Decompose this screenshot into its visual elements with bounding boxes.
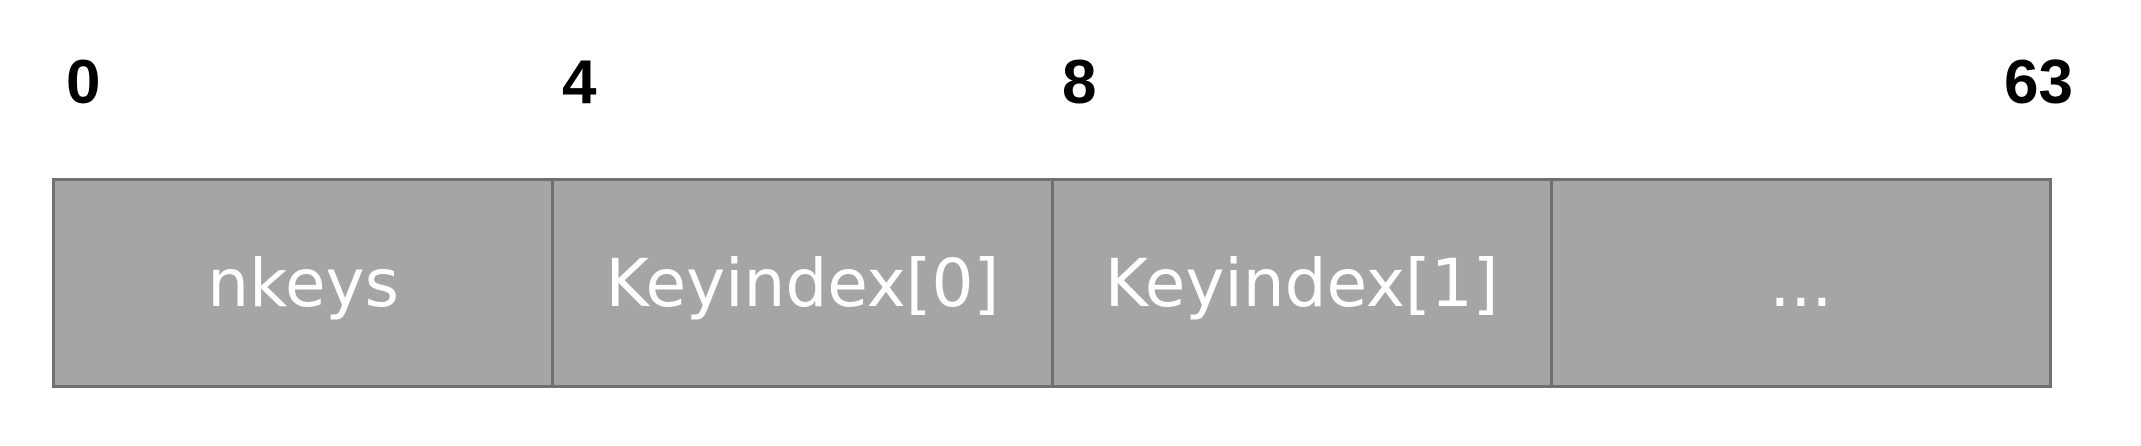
offset-label-8: 8 — [1062, 48, 1097, 117]
field-ellipsis: ... — [1549, 181, 2049, 385]
field-keyindex-0: Keyindex[0] — [551, 181, 1051, 385]
offset-label-0: 0 — [66, 48, 101, 117]
offset-label-4: 4 — [562, 48, 597, 117]
field-keyindex-1: Keyindex[1] — [1050, 181, 1550, 385]
field-row: nkeys Keyindex[0] Keyindex[1] ... — [52, 178, 2052, 388]
field-nkeys: nkeys — [55, 181, 552, 385]
offset-label-63: 63 — [2004, 48, 2073, 117]
